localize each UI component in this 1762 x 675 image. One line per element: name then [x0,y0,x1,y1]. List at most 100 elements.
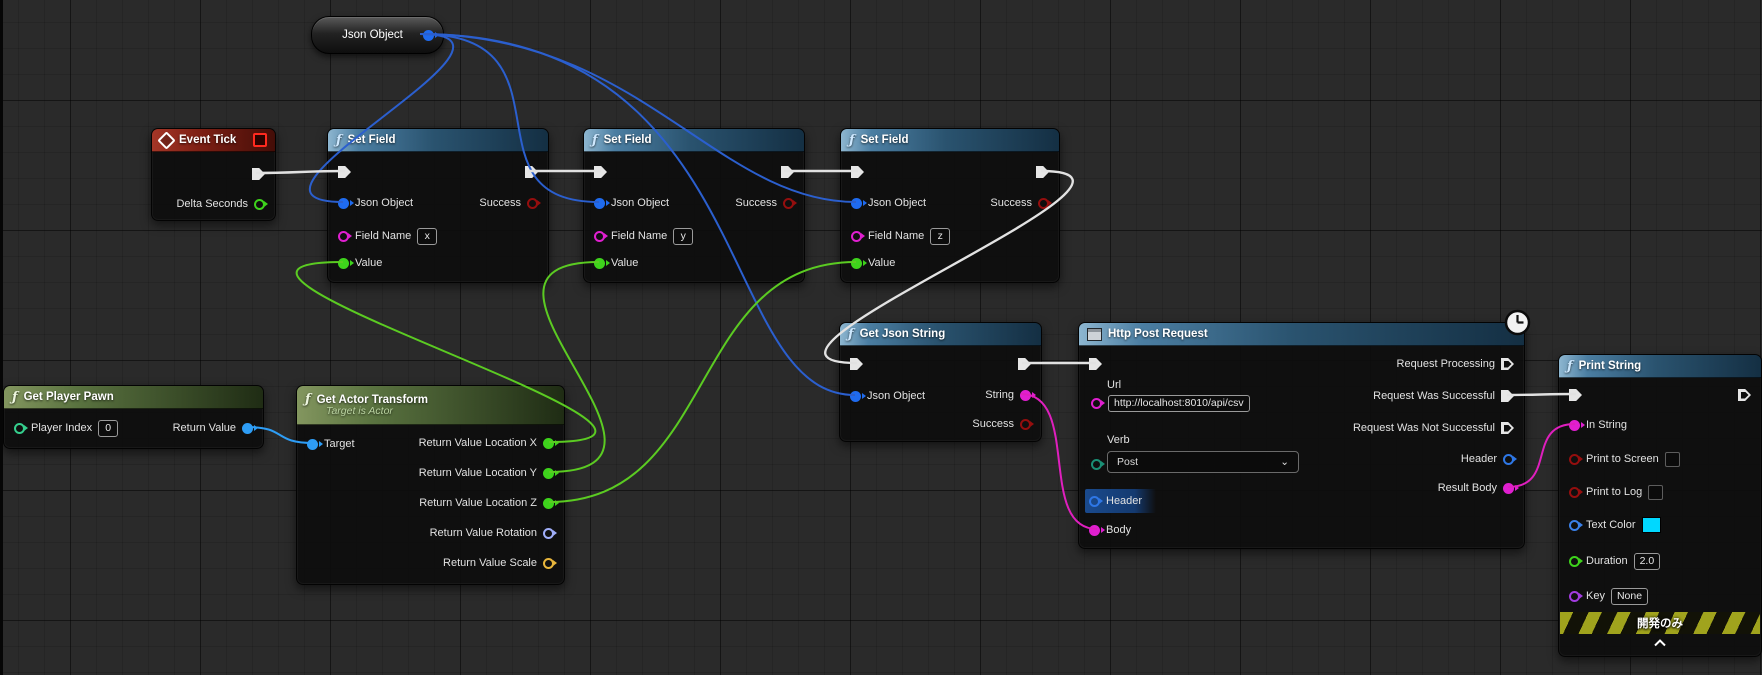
value-row: Value [338,253,382,273]
print-to-screen-checkbox[interactable] [1664,451,1680,467]
exec-out-pin[interactable] [1036,166,1049,178]
get-json-string-header: ƒ Get Json String [840,323,1041,346]
macro-icon [1087,327,1102,341]
exec-out-pin[interactable] [525,166,538,178]
success-pin[interactable] [1038,197,1049,209]
exec-in-pin[interactable] [1089,358,1102,370]
success-row: Success [972,414,1031,434]
return-value-pin[interactable] [242,422,253,434]
scale-pin[interactable] [543,557,554,569]
success-pin[interactable] [527,197,538,209]
field-name-pin[interactable] [594,230,605,242]
node-print-string[interactable]: ƒ Print String In String Print to Screen… [1558,354,1762,657]
field-name-pin[interactable] [851,230,862,242]
key-pin[interactable] [1569,590,1580,602]
set-field-header: ƒ Set Field [841,129,1059,152]
value-pin[interactable] [338,257,349,269]
success-pin[interactable] [783,197,794,209]
key-input[interactable]: None [1610,587,1649,605]
node-get-actor-transform[interactable]: ƒ Get Actor Transform Target is Actor Ta… [296,385,565,585]
pin-label: Field Name [868,230,925,242]
verb-dropdown[interactable]: Post ⌄ [1107,451,1299,473]
node-title: Http Post Request [1108,328,1208,340]
text-color-swatch[interactable] [1641,517,1661,533]
request-was-not-successful-exec-pin[interactable] [1501,422,1514,434]
node-set-field-z[interactable]: ƒ Set Field Json Object Success Field Na… [840,128,1060,283]
node-get-player-pawn[interactable]: ƒ Get Player Pawn Player Index 0 Return … [3,385,264,449]
delta-seconds-row: Delta Seconds [176,194,265,214]
string-pin[interactable] [1020,389,1031,401]
exec-in-pin[interactable] [850,358,863,370]
json-object-output-pin[interactable] [423,29,434,41]
exec-in-pin[interactable] [594,166,607,178]
result-body-pin[interactable] [1503,482,1514,494]
json-object-pin[interactable] [338,197,349,209]
request-processing-exec-pin[interactable] [1501,358,1514,370]
in-string-pin[interactable] [1569,419,1580,431]
exec-out-pin[interactable] [1018,358,1031,370]
player-index-input[interactable]: 0 [98,419,119,437]
node-event-tick[interactable]: Event Tick Delta Seconds [151,128,276,221]
json-object-pin[interactable] [594,197,605,209]
verb-pin[interactable] [1091,458,1102,470]
pin-label: In String [1586,419,1627,431]
pin-label: Target [324,438,355,450]
player-index-pin[interactable] [14,422,25,434]
node-set-field-x[interactable]: ƒ Set Field Json Object Success Field Na… [327,128,549,283]
exec-out-pin[interactable] [781,166,794,178]
url-input[interactable]: http://localhost:8010/api/csv [1108,394,1250,412]
field-name-input[interactable]: x [417,227,438,245]
location-x-row: Return Value Location X [419,433,554,453]
pin-label: Return Value Rotation [429,527,537,539]
request-was-successful-exec-pin[interactable] [1501,390,1514,402]
duration-pin[interactable] [1569,555,1580,567]
location-x-pin[interactable] [543,437,554,449]
target-pin[interactable] [307,438,318,450]
rotation-pin[interactable] [543,527,554,539]
latent-clock-icon [1504,309,1531,336]
node-get-json-string[interactable]: ƒ Get Json String Json Object String Suc… [839,322,1042,442]
value-pin[interactable] [594,257,605,269]
pin-label: Field Name [355,230,412,242]
node-http-post-request[interactable]: Http Post Request Url http://localhost:8… [1078,322,1525,549]
exec-in-pin[interactable] [851,166,864,178]
location-z-pin[interactable] [543,497,554,509]
print-to-screen-pin[interactable] [1569,453,1580,465]
value-row: Value [594,253,638,273]
json-object-row: Json Object [594,193,669,213]
body-in-pin[interactable] [1089,524,1100,536]
function-icon: ƒ [848,326,854,342]
exec-out-pin[interactable] [252,168,265,180]
collapse-chevron-up-icon[interactable] [1653,638,1667,650]
text-color-pin[interactable] [1569,519,1580,531]
field-name-input[interactable]: y [673,227,694,245]
header-in-pin[interactable] [1089,495,1100,507]
verb-selected-value: Post [1117,456,1139,468]
node-json-object-variable[interactable]: Json Object [311,16,444,54]
success-pin[interactable] [1020,418,1031,430]
node-set-field-y[interactable]: ƒ Set Field Json Object Success Field Na… [583,128,805,283]
field-name-input[interactable]: z [930,227,951,245]
field-name-pin[interactable] [338,230,349,242]
print-to-log-checkbox[interactable] [1648,484,1664,500]
pin-label: Result Body [1437,482,1497,494]
duration-input[interactable]: 2.0 [1633,552,1661,570]
pin-label: Header [1460,453,1497,465]
url-pin[interactable] [1091,397,1102,409]
delta-seconds-pin[interactable] [254,198,265,210]
header-out-pin[interactable] [1503,453,1514,465]
url-label: Url [1107,379,1122,391]
exec-in-pin[interactable] [338,166,351,178]
print-to-log-pin[interactable] [1569,486,1580,498]
key-row: Key None [1569,586,1649,606]
json-object-pin[interactable] [851,197,862,209]
json-object-pin[interactable] [850,390,861,402]
pin-label: Json Object [355,197,414,209]
delegate-pin[interactable] [253,133,267,147]
target-row: Target [307,434,355,454]
value-pin[interactable] [851,257,862,269]
exec-out-pin[interactable] [1738,389,1751,401]
location-y-pin[interactable] [543,467,554,479]
exec-in-pin[interactable] [1569,389,1582,401]
